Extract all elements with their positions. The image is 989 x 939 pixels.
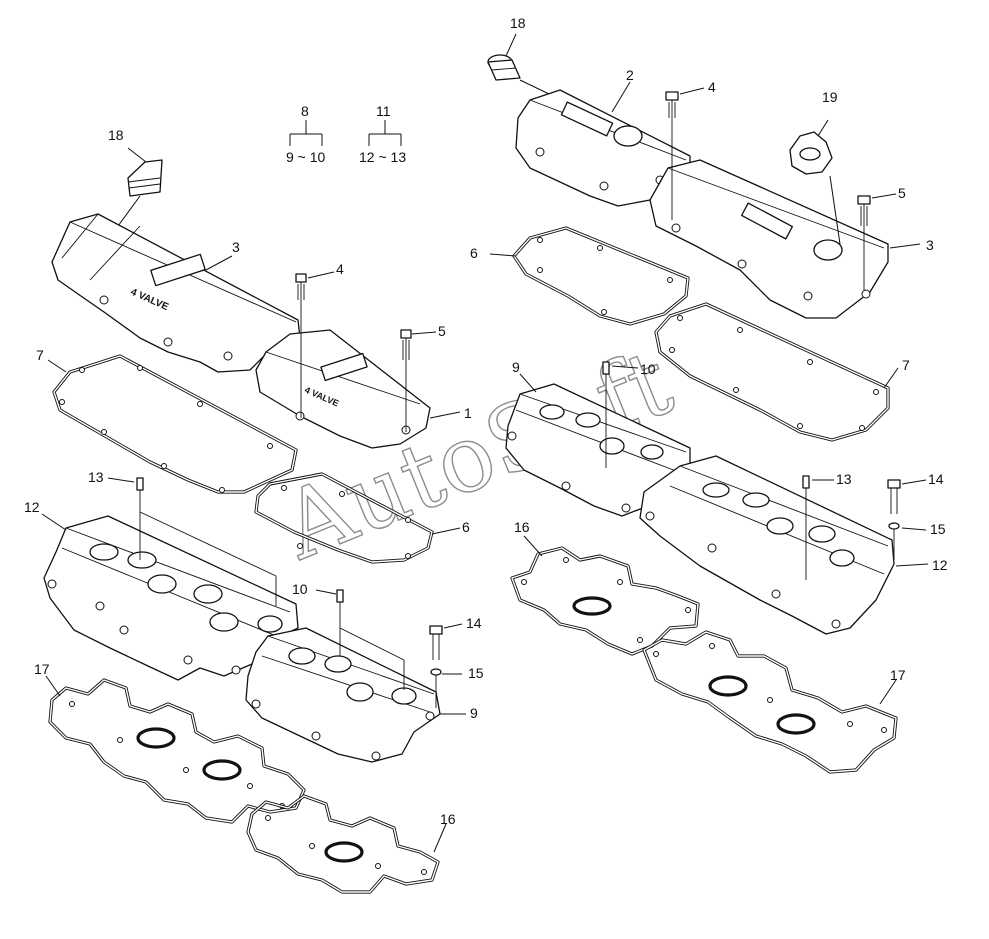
valve-cover-3-right	[649, 159, 889, 319]
callout-13-left: 13	[88, 469, 104, 485]
bolt-14-left	[429, 625, 443, 660]
callout-7-left: 7	[36, 347, 44, 363]
bolt-14-right	[887, 479, 901, 514]
cover-gasket-6-right	[512, 226, 690, 326]
callout-1-left: 1	[464, 405, 472, 421]
callout-12-left: 12	[24, 499, 40, 515]
callout-5-left: 5	[438, 323, 446, 339]
group-8-parent: 8	[301, 103, 309, 119]
cam-carrier-9-right	[505, 383, 691, 517]
cam-carrier-12-right	[639, 455, 895, 635]
bolt-5-left	[400, 329, 412, 432]
callout-7-right: 7	[902, 357, 910, 373]
callout-16-left: 16	[440, 811, 456, 827]
group-11-parent: 11	[376, 103, 391, 119]
callout-9-left: 9	[470, 705, 478, 721]
bolt-4-left	[295, 273, 307, 418]
cover-gasket-7-left	[52, 354, 298, 494]
dowel-13-right	[802, 475, 810, 580]
callout-4-right: 4	[708, 79, 716, 95]
group-8-children: 9 ~ 10	[286, 149, 326, 165]
callout-16-right: 16	[514, 519, 530, 535]
bolt-5-right	[857, 195, 871, 290]
callout-6-left: 6	[462, 519, 470, 535]
callout-5-right: 5	[898, 185, 906, 201]
group-11-children: 12 ~ 13	[359, 149, 406, 165]
callouts: 18 3 4 5 7 1 13 12 6 10 14 15 9 17 16 18…	[24, 15, 948, 827]
callout-18-left: 18	[108, 127, 124, 143]
group-bracket-8	[289, 120, 323, 146]
callout-2-right: 2	[626, 67, 634, 83]
callout-10-left: 10	[292, 581, 308, 597]
cam-carrier-9-left	[245, 627, 441, 763]
callout-18-right: 18	[510, 15, 526, 31]
cover-gasket-6-left	[254, 472, 434, 564]
callout-13-right: 13	[836, 471, 852, 487]
washer-15-left	[430, 668, 442, 708]
bolt-4-right	[665, 91, 679, 220]
callout-14-left: 14	[466, 615, 482, 631]
callout-10-right: 10	[640, 361, 656, 377]
callout-4-left: 4	[336, 261, 344, 277]
washer-15-right	[888, 522, 900, 560]
callout-17-right: 17	[890, 667, 906, 683]
head-gasket-17-right	[642, 630, 898, 774]
callout-17-left: 17	[34, 661, 50, 677]
head-gasket-17-left	[48, 678, 306, 824]
leader-lines	[41, 81, 929, 853]
cover-gasket-7-right	[654, 302, 890, 442]
dowel-13-left	[136, 477, 277, 606]
callout-12-right: 12	[932, 557, 948, 573]
callout-14-right: 14	[928, 471, 944, 487]
callout-3-right: 3	[926, 237, 934, 253]
callout-15-right: 15	[930, 521, 946, 537]
callout-19-right: 19	[822, 89, 838, 105]
callout-3-left: 3	[232, 239, 240, 255]
callout-15-left: 15	[468, 665, 484, 681]
oil-filler-cap-left	[117, 147, 163, 227]
valve-cover-2-right	[515, 89, 691, 207]
valve-cover-long-left: 4 VALVE	[51, 213, 301, 373]
dowel-10-left	[336, 589, 405, 690]
cam-carrier-12-left	[43, 515, 299, 681]
callout-6-right: 6	[470, 245, 478, 261]
dowel-10-right	[602, 361, 610, 468]
valve-cover-short-left: 4 VALVE	[255, 329, 431, 449]
callout-9-right: 9	[512, 359, 520, 375]
oil-cap-19-right	[789, 119, 841, 245]
group-bracket-11	[368, 120, 402, 146]
head-gasket-16-right	[510, 546, 700, 656]
head-gasket-16-left	[246, 794, 440, 894]
